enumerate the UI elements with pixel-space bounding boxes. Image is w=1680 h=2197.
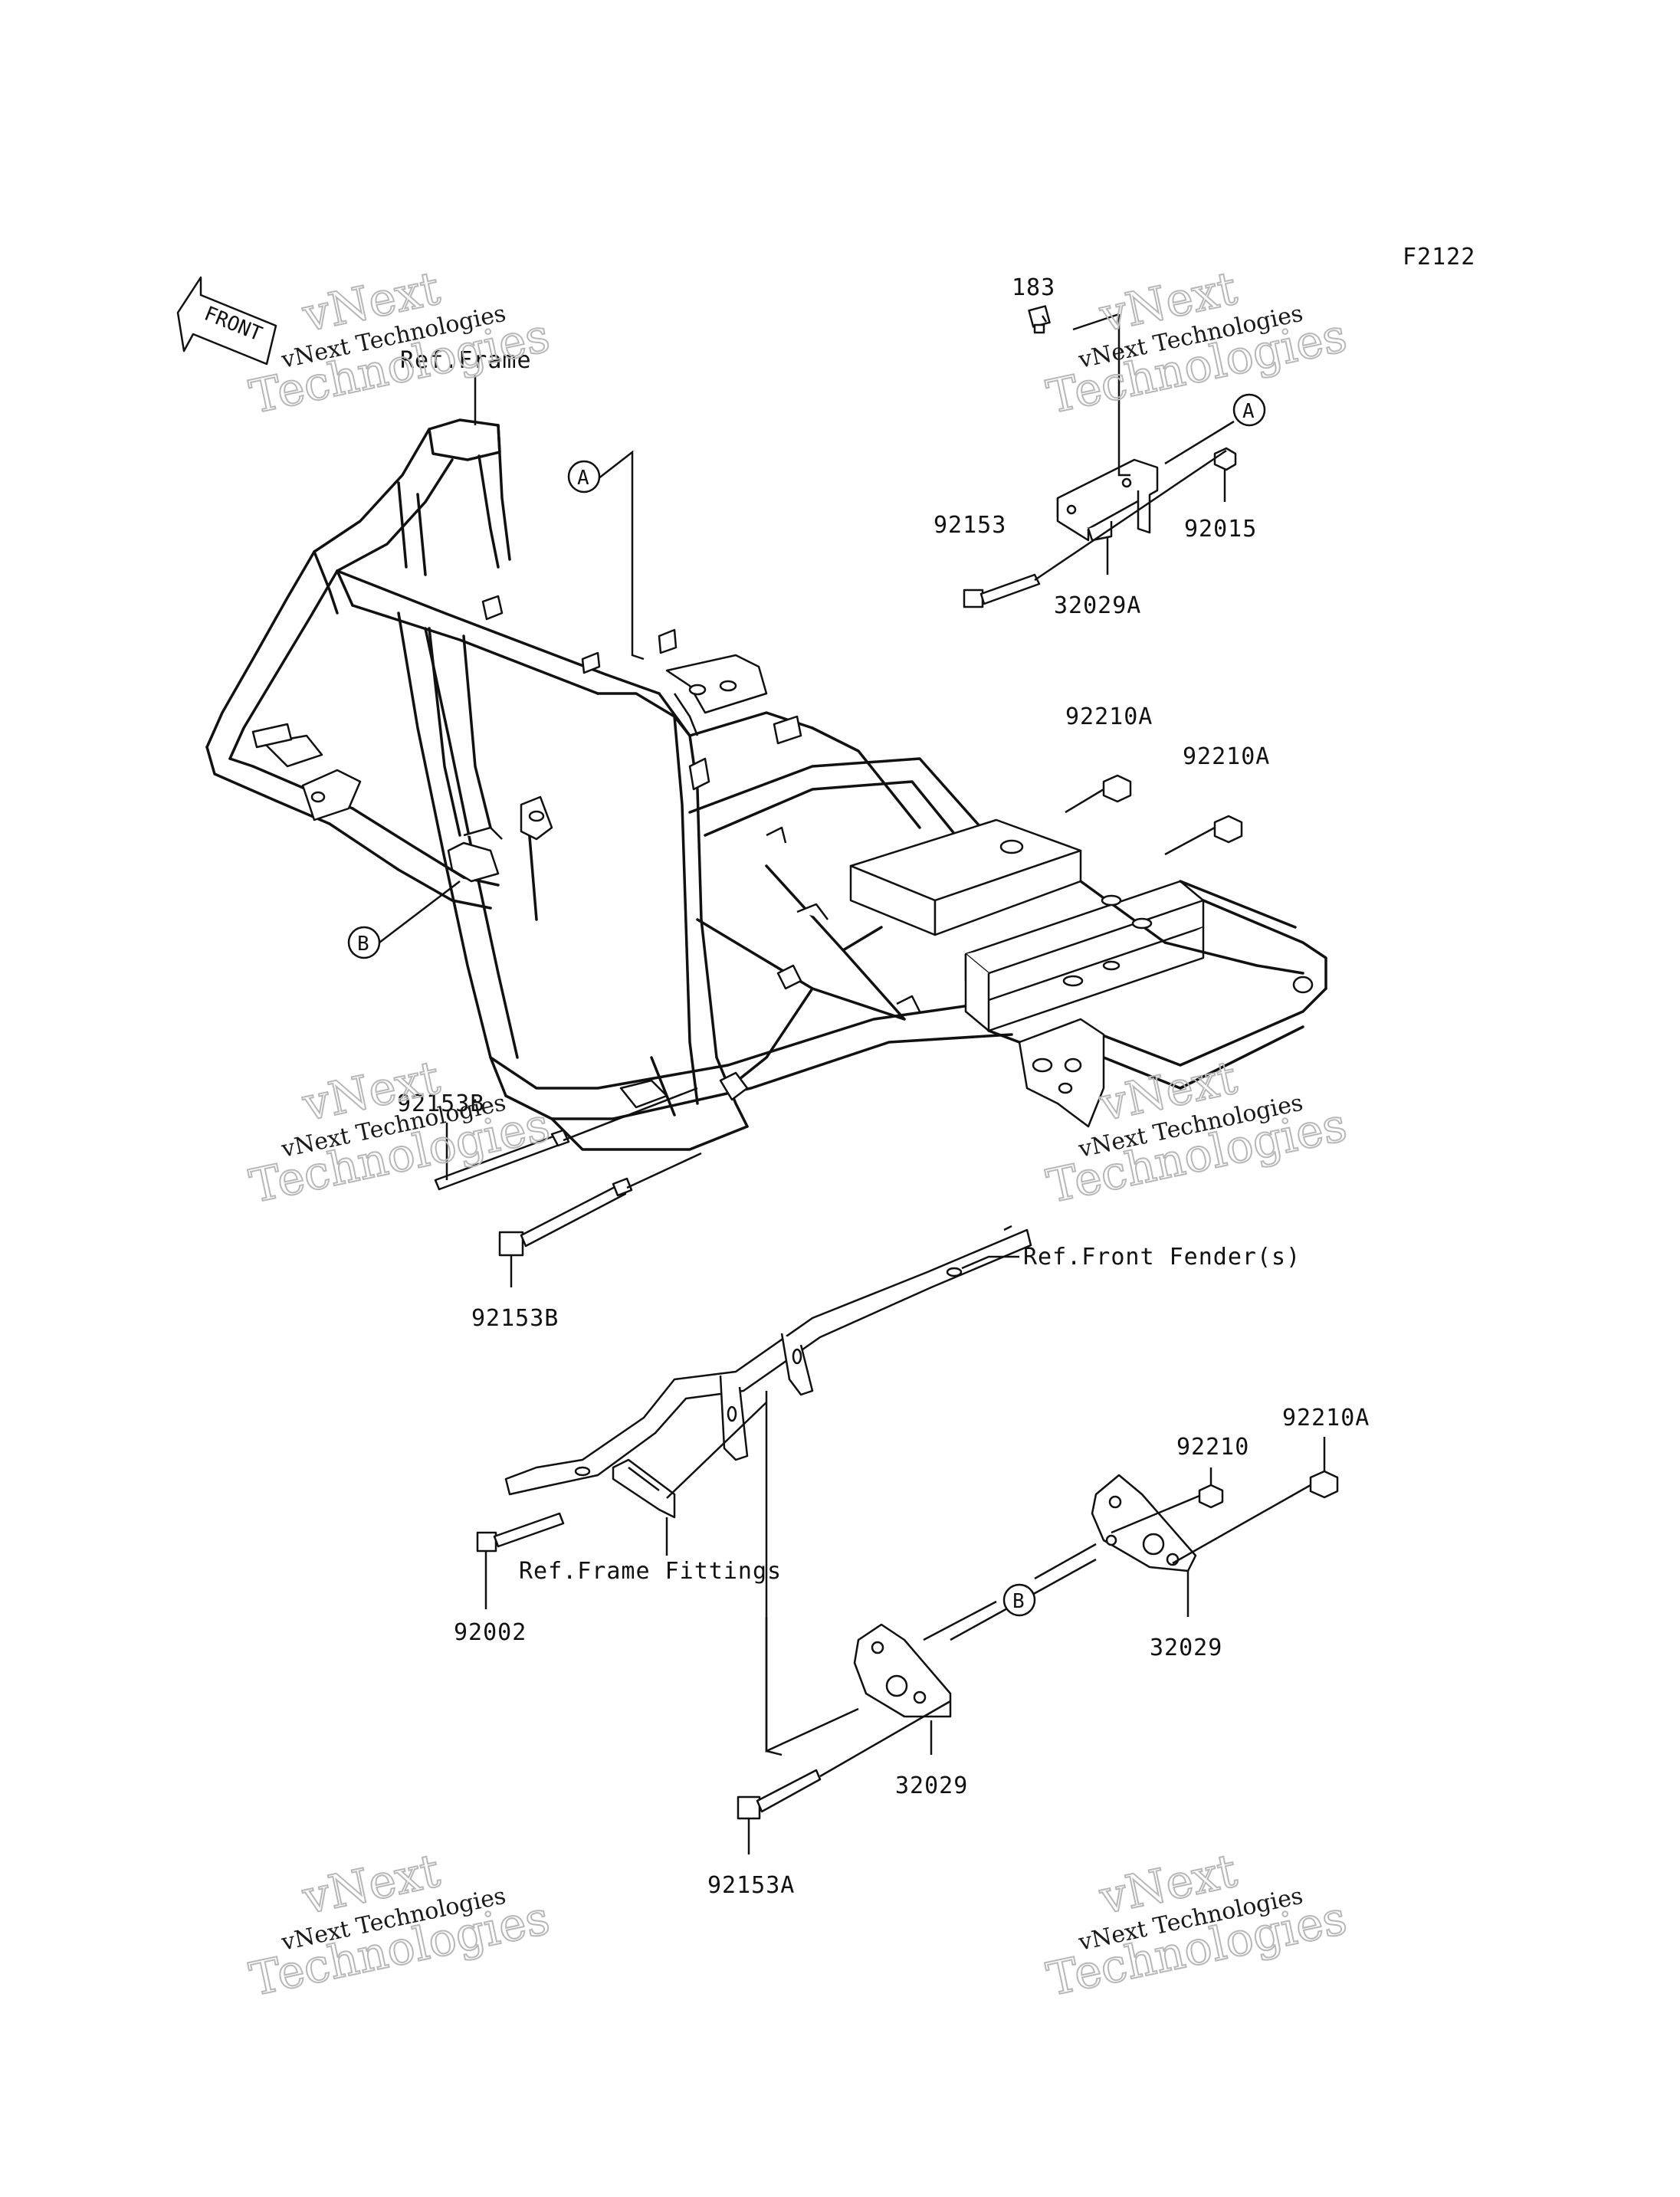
figure-code: F2122 — [1403, 244, 1475, 271]
bolt-92153B-upper-icon — [434, 1129, 570, 1191]
frame-illustration — [205, 418, 1327, 1151]
frame-fitting-plate-illustration — [612, 1458, 676, 1519]
marker-b-frame: B — [347, 926, 381, 959]
nut-92015-icon — [1213, 447, 1237, 471]
ref-frame-label: Ref.Frame — [400, 347, 532, 374]
part-label-92153B-2: 92153B — [471, 1305, 559, 1332]
part-label-32029-2: 32029 — [895, 1772, 968, 1799]
front-arrow-icon: FRONT — [176, 276, 277, 366]
nut-92210A-2-icon — [1213, 815, 1243, 844]
marker-a-frame: A — [567, 460, 601, 494]
bolt-92002-icon — [476, 1512, 565, 1553]
part-label-92210A-1: 92210A — [1065, 703, 1153, 730]
part-label-92002: 92002 — [454, 1619, 527, 1646]
watermark-5: vNext Technologies vNext Technologies — [244, 1843, 555, 2008]
front-fender-bar-illustration — [504, 1228, 1032, 1496]
part-label-92210: 92210 — [1176, 1434, 1249, 1461]
watermark-6: vNext Technologies vNext Technologies — [1042, 1843, 1352, 2008]
bolt-92153-icon — [963, 573, 1041, 608]
marker-a-top: A — [1232, 393, 1266, 427]
svg-text:A: A — [1242, 400, 1255, 423]
nut-92210A-3-icon — [1309, 1470, 1339, 1499]
bracket-32029A-icon — [1056, 458, 1159, 542]
marker-b-lower: B — [1002, 1583, 1036, 1617]
plate-32029-lower-icon — [853, 1623, 952, 1718]
watermark-2: vNext Technologies vNext Technologies — [1042, 261, 1352, 425]
watermark-1: vNext Technologies vNext Technologies — [244, 261, 555, 425]
part-label-92210A-2: 92210A — [1183, 743, 1270, 770]
nut-92210A-1-icon — [1102, 774, 1132, 803]
part-label-32029A: 32029A — [1054, 592, 1141, 619]
watermark-3: vNext Technologies vNext Technologies — [244, 1050, 555, 1215]
leader-lines — [379, 313, 1326, 1854]
plate-32029-upper-icon — [1091, 1474, 1197, 1572]
bolt-92153B-lower-icon — [498, 1177, 633, 1257]
part-label-183: 183 — [1012, 274, 1055, 301]
nut-92210-icon — [1198, 1484, 1224, 1509]
svg-text:B: B — [357, 933, 369, 956]
ref-frame-fittings-label: Ref.Frame Fittings — [519, 1558, 782, 1585]
ref-front-fender-label: Ref.Front Fender(s) — [1023, 1244, 1301, 1271]
part-label-92015: 92015 — [1184, 516, 1257, 543]
svg-text:B: B — [1012, 1590, 1025, 1613]
part-label-92210A-3: 92210A — [1282, 1405, 1370, 1431]
bolt-92153A-icon — [737, 1769, 822, 1820]
part-label-92153: 92153 — [934, 512, 1006, 539]
part-label-92153A: 92153A — [707, 1872, 795, 1899]
bolt-183-icon — [1028, 305, 1051, 334]
part-label-92153B-1: 92153B — [397, 1090, 484, 1117]
svg-text:A: A — [577, 467, 589, 490]
part-label-32029-1: 32029 — [1150, 1635, 1222, 1661]
